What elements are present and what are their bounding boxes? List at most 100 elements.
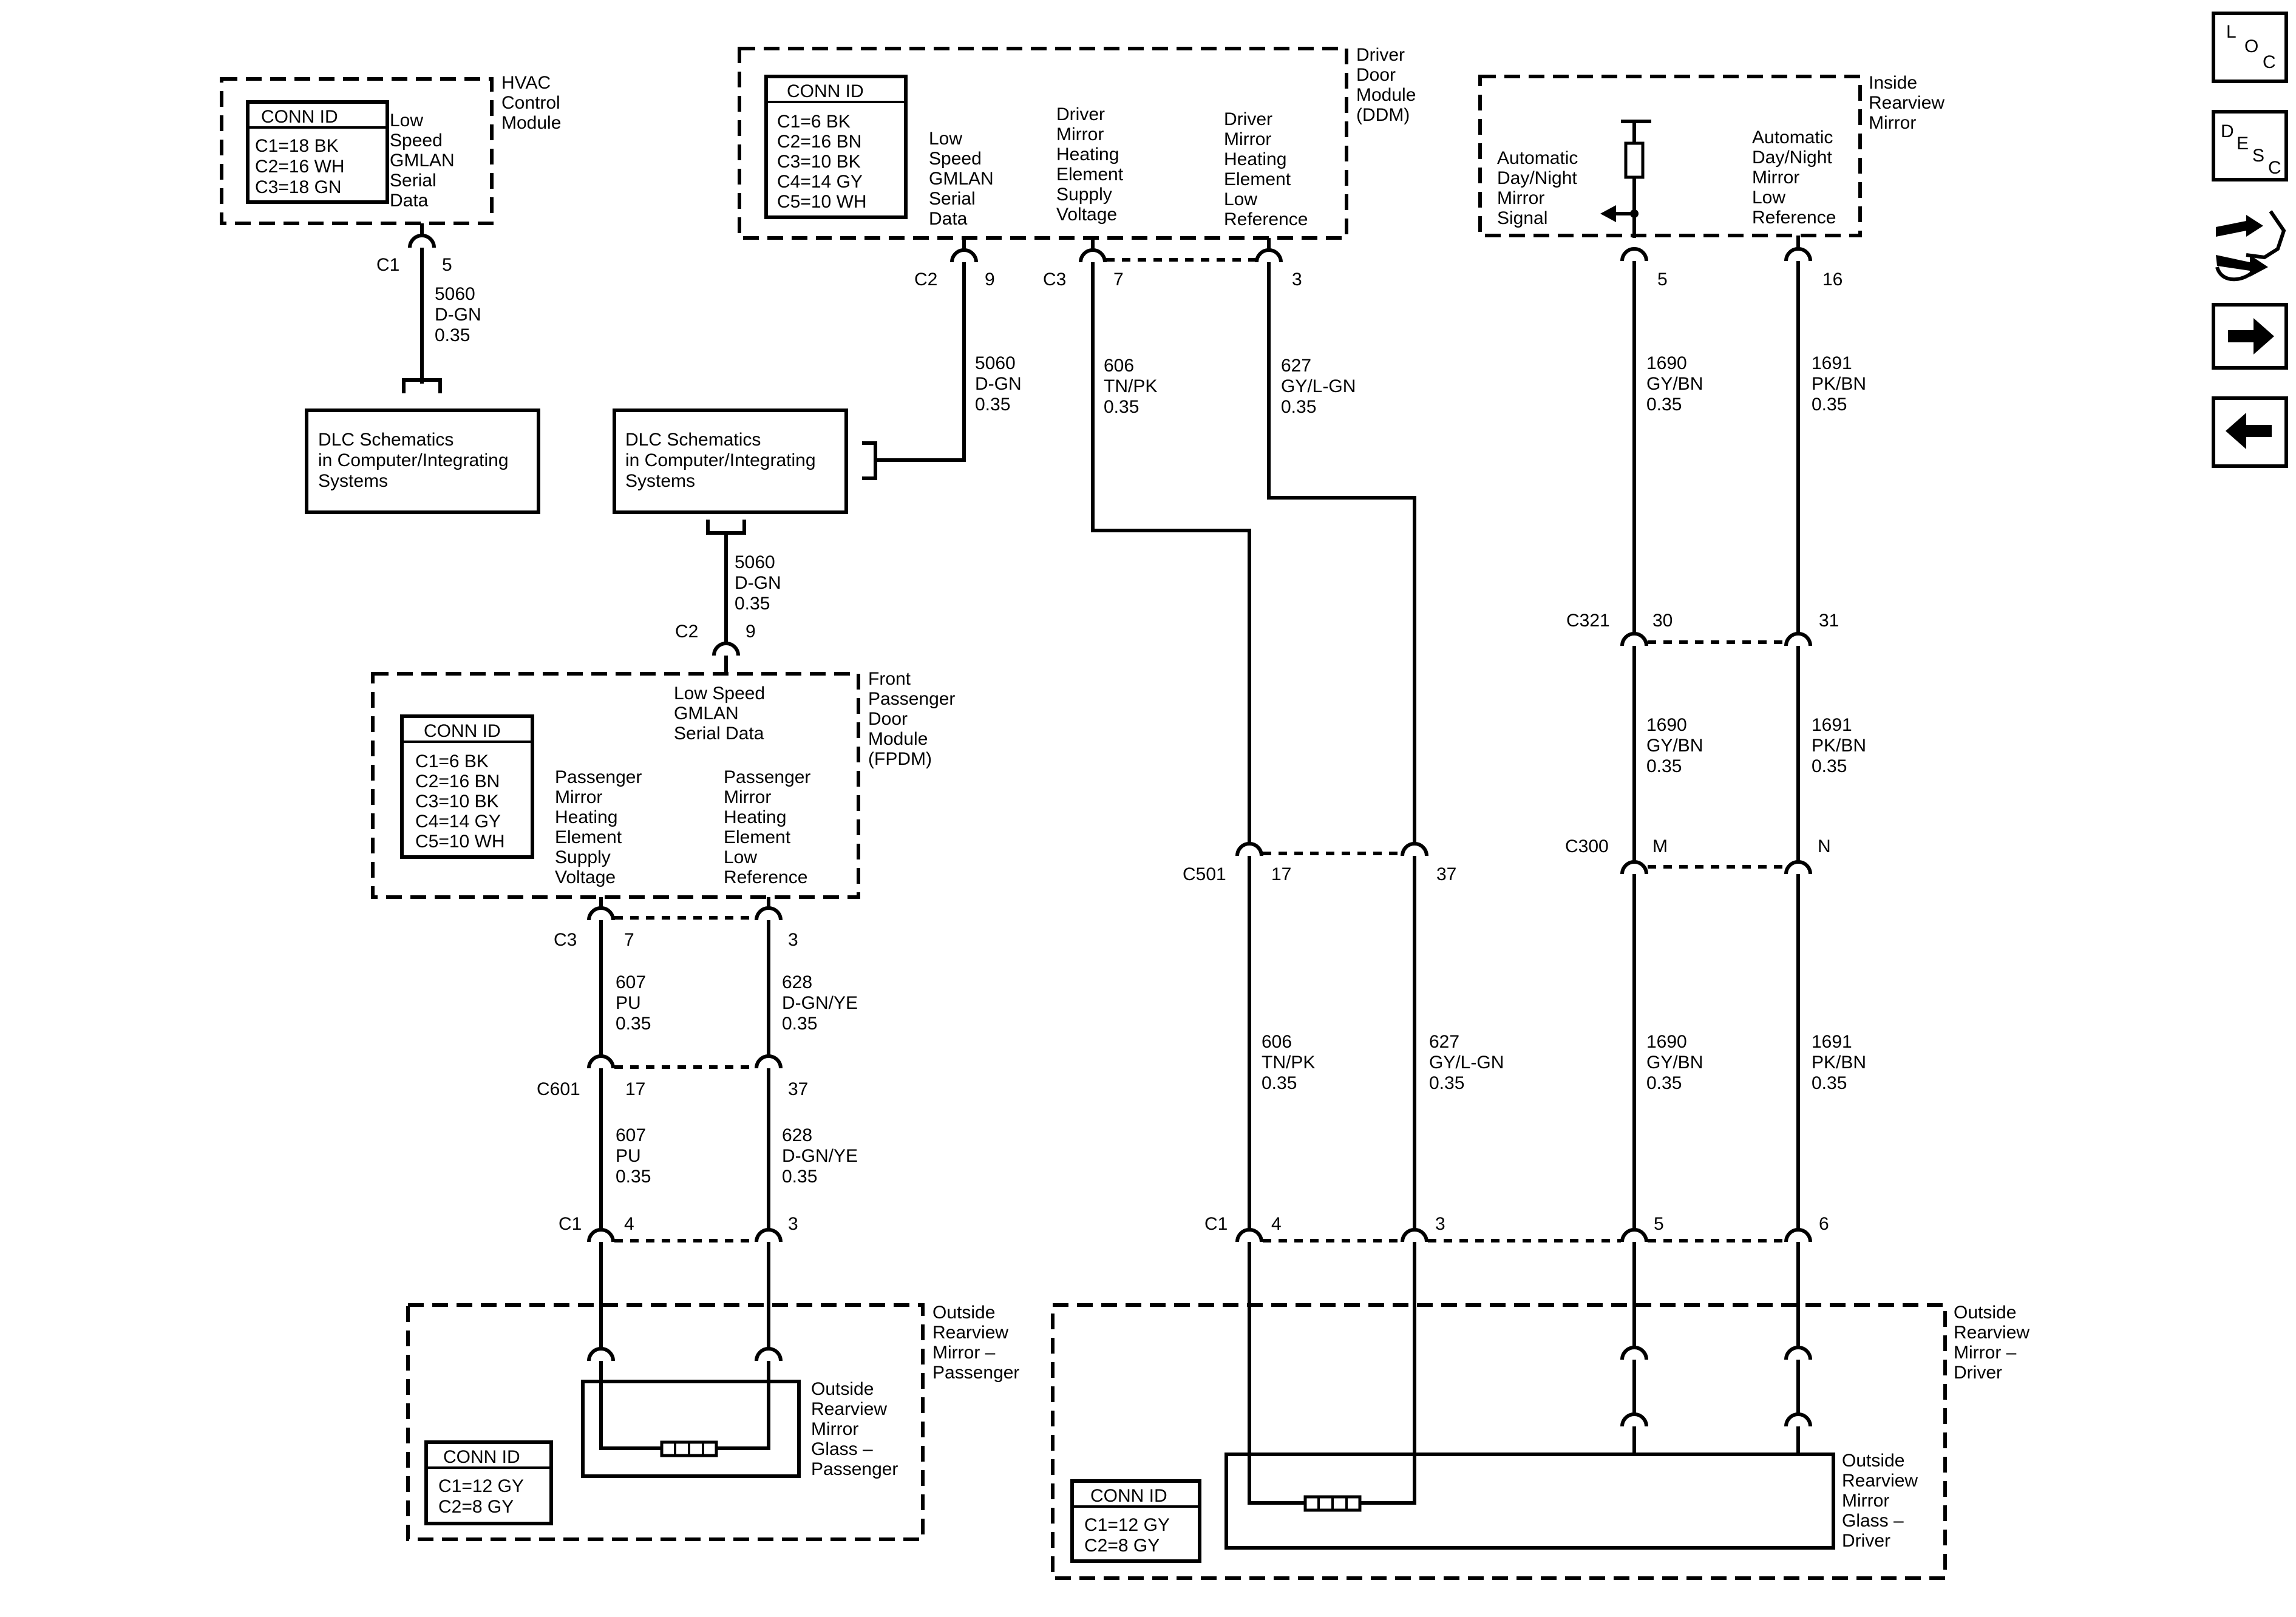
drv-mirror-title: Outside (1954, 1303, 2016, 1323)
desc-icon (2212, 110, 2288, 181)
wire-size: 0.35 (1429, 1073, 1464, 1093)
inside-pin5-connector (1620, 247, 1648, 262)
inside-mirror-title: Mirror (1869, 113, 1916, 133)
inside-pin1-label: Day/Night (1497, 168, 1577, 188)
pass-mirror-title: Mirror – (932, 1343, 996, 1363)
wire-circuit: 628 (782, 1125, 812, 1145)
desc-button[interactable]: D E S C (2212, 110, 2288, 181)
dlc1-text: in Computer/Integrating (318, 450, 509, 470)
drv-c1-pin5-connector (1620, 1228, 1648, 1242)
wire-color: D-GN (435, 305, 481, 325)
drv-mirror-pin-connector (1620, 1346, 1648, 1360)
hvac-c1-connector (408, 234, 436, 248)
dlc1-connector-bracket (402, 378, 442, 393)
pass-heater-element-icon (660, 1440, 718, 1457)
drv-glass-label: Outside (1842, 1451, 1904, 1471)
drv-conn-c2: C2=8 GY (1084, 1536, 1160, 1556)
fpdm-c2-connector (712, 642, 740, 656)
hvac-conn-id-box (246, 100, 389, 204)
desc-letter-d: D (2221, 121, 2234, 141)
ddm-pin3-label: Reference (1224, 209, 1308, 229)
wire-circuit: 1691 (1812, 715, 1852, 735)
mirror-signal-resistor-icon (1600, 120, 1651, 238)
wire-color: PK/BN (1812, 736, 1866, 756)
inside-mirror-title: Rearview (1869, 93, 1944, 113)
ddm-conn-c2: C2=16 BN (777, 132, 861, 152)
fpdm-module-title: (FPDM) (868, 749, 932, 769)
ddm-module-title: Door (1356, 65, 1396, 85)
hvac-pin-label: Speed (390, 131, 443, 151)
ddm-module-title: (DDM) (1356, 105, 1410, 125)
next-button[interactable] (2212, 303, 2288, 370)
loc-button[interactable]: L O C (2212, 12, 2288, 83)
ddm-pin3-label: Driver (1224, 109, 1272, 129)
ddm-c3-label: C3 (1043, 270, 1066, 290)
wire-circuit: 5060 (975, 353, 1016, 373)
fpdm-conn-c4: C4=14 GY (415, 812, 501, 832)
inside-pin-number: 16 (1822, 270, 1843, 290)
drv-mirror-outline (1051, 1303, 1947, 1580)
ddm-conn-c4: C4=14 GY (777, 172, 863, 192)
front-passenger-door-module: C2 9 CONN ID C1=6 BK C2=16 BN C3=10 BK C… (371, 622, 955, 1348)
wire-color: GY/BN (1646, 736, 1703, 756)
pass-c1-label: C1 (559, 1214, 582, 1234)
c601-pin37-connector (755, 1054, 783, 1069)
hvac-module-title: Control (501, 93, 560, 113)
hvac-module-outline (220, 77, 494, 225)
drv-glass-label: Rearview (1842, 1471, 1918, 1491)
fpdm-outline (371, 672, 860, 899)
ddm-c3-pin: 7 (1113, 270, 1124, 290)
pass-conn-c1: C1=12 GY (438, 1476, 524, 1496)
ddm-conn-id-box (764, 75, 908, 219)
fpdm-c3-pin7-connector (587, 906, 615, 921)
fpdm-pin-top-label: Low Speed (674, 683, 765, 703)
dlc2-outline (613, 408, 848, 514)
dlc2-side-bracket (862, 441, 877, 480)
wire-color: PU (616, 1146, 641, 1166)
fpdm-module-title: Passenger (868, 689, 955, 709)
pass-mirror-outline (406, 1303, 925, 1541)
c300-pinm-connector (1620, 860, 1648, 875)
ddm-c3-pin7-connector (1079, 248, 1107, 263)
ddm-pin2-label: Voltage (1056, 205, 1117, 225)
pass-mirror-title: Rearview (932, 1323, 1008, 1343)
loc-icon (2212, 12, 2288, 83)
connector-tool-button[interactable] (2215, 210, 2286, 282)
wire-size: 0.35 (1646, 756, 1682, 776)
inside-pin16-connector (1784, 247, 1812, 262)
fpdm-pin2-label: Mirror (724, 787, 771, 807)
fpdm-pin2-label: Heating (724, 807, 786, 827)
ddm-pin1-label: GMLAN (929, 169, 994, 189)
hvac-module-title: Module (501, 113, 561, 133)
driver-c1-connector: C1 4 3 5 6 (1204, 1214, 1829, 1242)
hvac-pin-number: 5 (442, 255, 452, 275)
pass-c1-pin: 3 (788, 1214, 798, 1234)
wire-color: D-GN/YE (782, 1146, 858, 1166)
fpdm-conn-id-title: CONN ID (424, 721, 501, 741)
inside-mirror-title: Inside (1869, 73, 1917, 93)
drv-mirror-title: Driver (1954, 1363, 2002, 1383)
hvac-connector-label: C1 (376, 255, 399, 275)
dlc2-text: DLC Schematics (625, 430, 761, 450)
wire-color: GY/BN (1646, 1053, 1703, 1073)
hvac-conn-c3: C3=18 GN (255, 177, 342, 197)
c321-pin31-connector (1784, 632, 1812, 646)
prev-button[interactable] (2212, 396, 2288, 468)
wire-color: PK/BN (1812, 374, 1866, 394)
c321-label: C321 (1566, 611, 1610, 631)
wire-size: 0.35 (1262, 1073, 1297, 1093)
inside-pin2-label: Mirror (1752, 168, 1799, 188)
dlc-schematics-box-1[interactable]: DLC Schematics in Computer/Integrating S… (305, 408, 540, 514)
ddm-pin2-label: Driver (1056, 104, 1105, 124)
pass-mirror-pin-connector (587, 1347, 615, 1361)
ddm-pin3-label: Low (1224, 189, 1257, 209)
dlc-schematics-box-2[interactable]: DLC Schematics in Computer/Integrating S… (613, 408, 848, 514)
pass-conn-id-title: CONN ID (443, 1447, 520, 1467)
dlc2-text: in Computer/Integrating (625, 450, 816, 470)
fpdm-pin1-label: Voltage (555, 867, 616, 887)
ddm-c2-pin: 9 (985, 270, 995, 290)
fpdm-pin-top-label: GMLAN (674, 703, 739, 724)
drv-c1-pin6-connector (1784, 1228, 1812, 1242)
wire-size: 0.35 (435, 325, 470, 345)
drv-c1-pin4-connector (1235, 1228, 1263, 1242)
